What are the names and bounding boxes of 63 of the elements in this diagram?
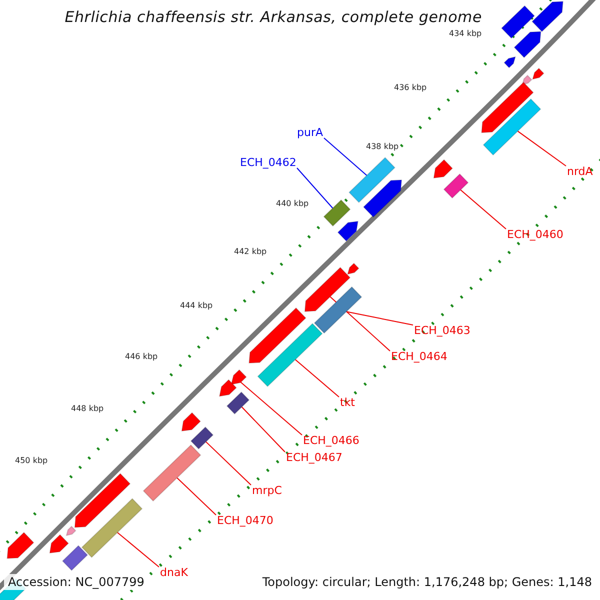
gene-label: mrpC [252,485,282,496]
leader-line [346,311,414,326]
gene-feature [62,544,88,572]
leader-line [296,168,334,209]
gene-feature [531,0,564,32]
gene-label: dnaK [160,567,188,578]
gene-feature [500,5,536,39]
tick-label: 450 kbp [15,457,48,465]
gene-label: ECH_0463 [414,325,470,336]
gene-feature [348,156,396,204]
gene-feature [190,426,214,450]
gene-feature [257,322,323,388]
leader-line [324,138,368,176]
gene-feature [181,412,202,432]
gene-feature [514,31,542,58]
genome-stats-note: Topology: circular; Length: 1,176,248 bp; Genes: 1,148 [262,576,592,588]
gene-feature [81,498,143,558]
gene-feature [362,180,402,218]
gene-feature [481,82,534,134]
gene-feature [532,68,544,80]
gene-label: ECH_0460 [507,229,564,240]
gene-label: purA [297,127,324,138]
tick-label: 440 kbp [276,200,309,208]
gene-feature [66,526,76,536]
gene-feature [6,532,34,559]
gene-feature [226,391,250,415]
gene-label: ECH_0466 [303,435,360,446]
gene-feature [230,369,247,386]
gene-feature [248,307,306,364]
gene-label: ECH_0467 [286,452,342,463]
tick-label: 442 kbp [234,248,267,256]
gene-label: nrdA [567,166,593,177]
leader-line [240,382,302,436]
gene-feature [433,159,454,179]
leader-line [294,359,340,398]
leader-line [241,406,286,452]
gene-feature [314,286,362,334]
map-title: Ehrlichia chaffeensis str. Arkansas, complete genome [64,10,482,25]
gene-feature [49,534,70,554]
gene-feature [323,199,351,227]
gene-label: tkt [340,397,355,408]
tick-label: 448 kbp [71,405,104,413]
gene-feature [504,56,516,68]
leader-line [176,477,216,516]
gene-feature [482,98,542,156]
gene-label: ECH_0464 [391,351,448,362]
leader-line [517,130,566,166]
leader-line [205,441,252,486]
gene-label: ECH_0470 [217,515,274,526]
leader-line [116,532,160,568]
leader-line [460,189,506,230]
tick-label: 444 kbp [180,302,213,310]
gene-feature [346,262,360,275]
gene-feature [443,173,469,199]
tick-label: 434 kbp [449,30,482,38]
gene-feature [304,266,351,312]
gene-feature [74,472,131,528]
tick-label: 446 kbp [125,353,158,361]
tick-label: 436 kbp [394,84,427,92]
gene-feature [142,444,202,502]
gene-feature [337,220,359,242]
gene-feature [218,379,237,397]
gene-label: ECH_0462 [240,157,296,168]
